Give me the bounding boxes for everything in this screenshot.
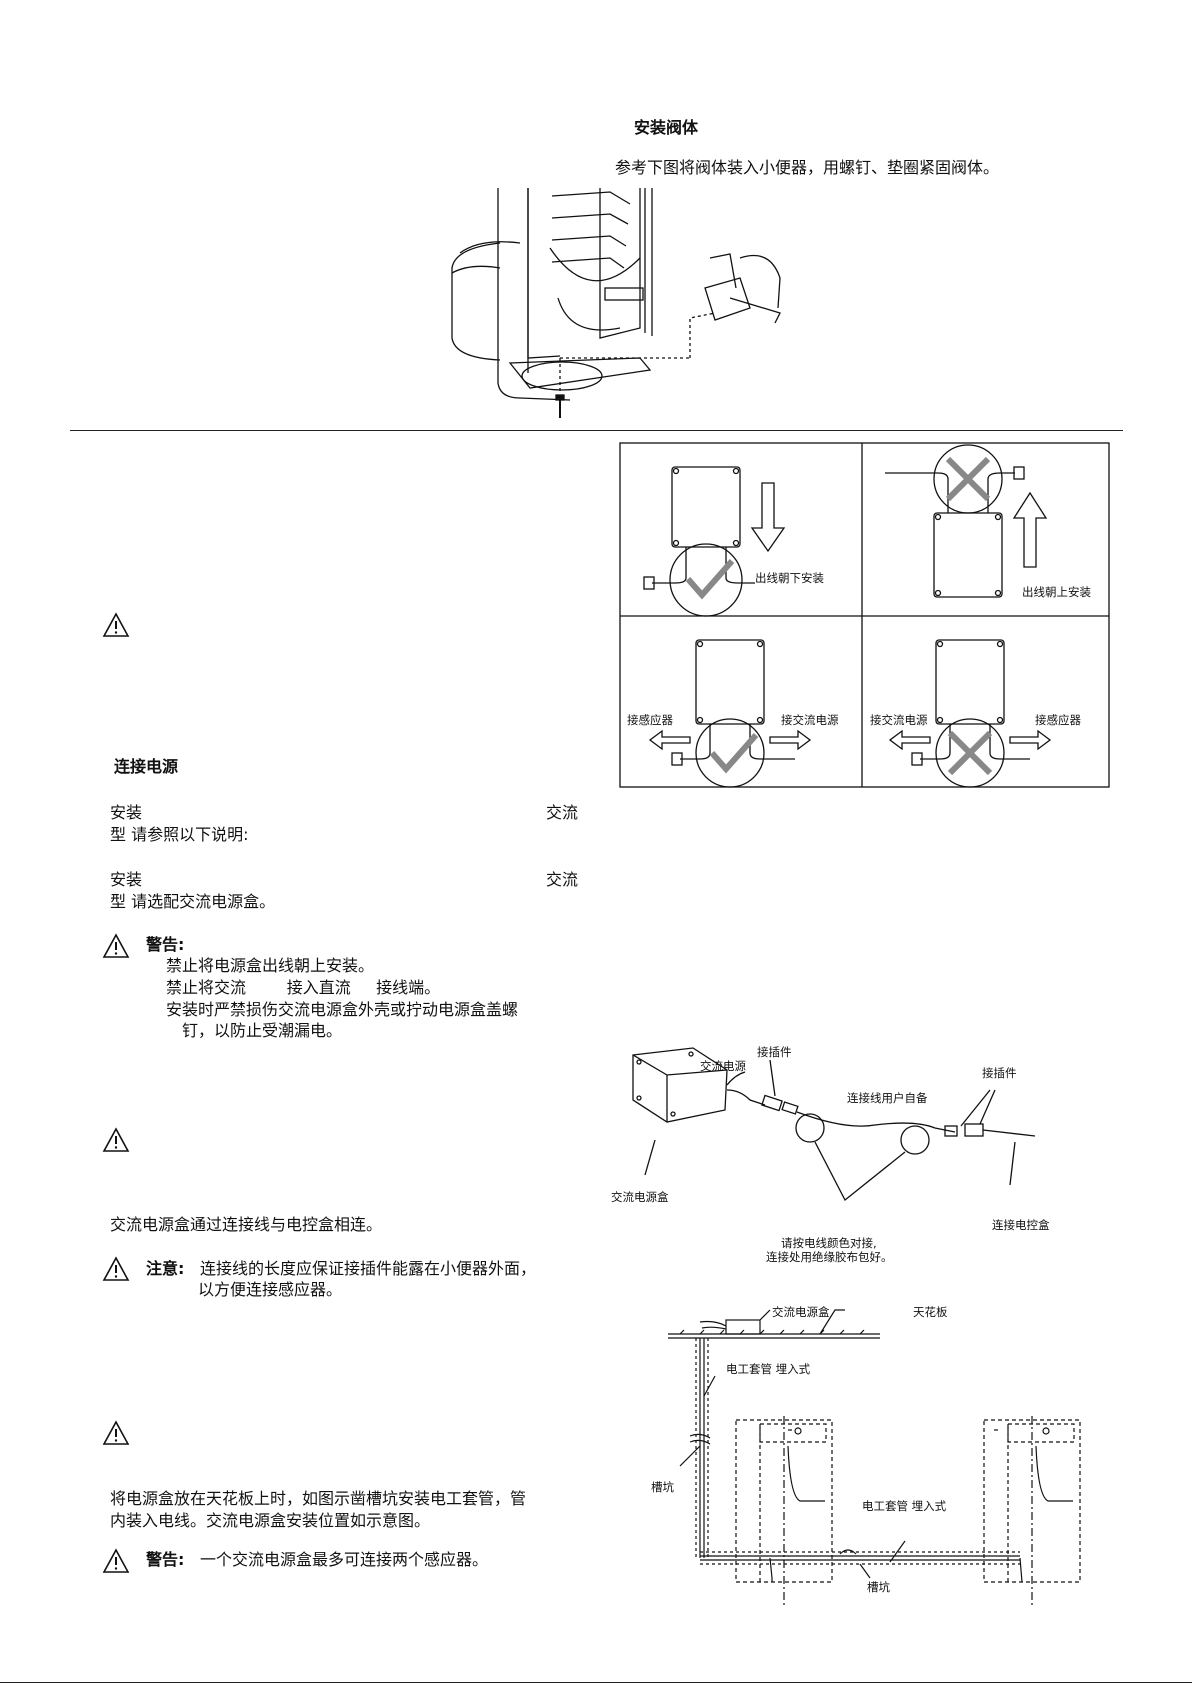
warning-item: 钉，以防止受潮漏电。 bbox=[182, 1021, 343, 1040]
ceiling-conduit-figure bbox=[668, 1309, 1081, 1606]
warning-item: 禁止将电源盒出线朝上安装。 bbox=[166, 956, 375, 975]
warning-triangle-icon bbox=[102, 612, 130, 637]
urinal-valve-illustration bbox=[451, 188, 781, 418]
label-trench-bottom: 槽坑 bbox=[867, 1580, 890, 1594]
note-line1: 连接线的长度应保证接插件能露在小便器外面， bbox=[200, 1259, 537, 1278]
label-control-box: 连接电控盒 bbox=[992, 1218, 1050, 1232]
warning-triangle-icon bbox=[102, 933, 130, 958]
label-ac-power-box: 交流电源盒 bbox=[611, 1190, 669, 1204]
note-label: 注意: bbox=[146, 1259, 185, 1278]
power-line2-left: 安装 bbox=[110, 870, 143, 889]
label-up-install: 出线朝上安装 bbox=[1022, 585, 1091, 599]
power-line2-cont: 型 请选配交流电源盒。 bbox=[110, 892, 276, 911]
connect-text: 交流电源盒通过连接线与电控盒相连。 bbox=[110, 1215, 383, 1234]
warning-triangle-icon bbox=[102, 1127, 130, 1152]
power-line2-right: 交流 bbox=[546, 870, 579, 889]
warning-label: 警告: bbox=[146, 935, 185, 954]
footer-divider bbox=[0, 1682, 1192, 1683]
warning-triangle-icon bbox=[102, 1420, 130, 1445]
label-conduit-bottom: 电工套管 埋入式 bbox=[862, 1499, 947, 1513]
warning-item: 禁止将交流 接入直流 接线端。 bbox=[166, 978, 441, 997]
power-line1-left: 安装 bbox=[110, 803, 143, 822]
orientation-figure bbox=[619, 442, 1110, 788]
wiring-caption-line1: 请按电线颜色对接, bbox=[781, 1236, 877, 1250]
note-line2: 以方便连接感应器。 bbox=[198, 1280, 343, 1299]
label-to-sensor: 接感应器 bbox=[1035, 713, 1081, 727]
power-line1-right: 交流 bbox=[546, 803, 579, 822]
label-ac-power: 交流电源 bbox=[700, 1059, 746, 1073]
label-ac-box: 交流电源盒 bbox=[772, 1305, 830, 1319]
label-connector: 接插件 bbox=[757, 1045, 792, 1059]
label-ceiling: 天花板 bbox=[913, 1305, 948, 1319]
power-heading: 连接电源 bbox=[114, 757, 179, 776]
ceiling-line1: 将电源盒放在天花板上时，如图示凿槽坑安装电工套管，管 bbox=[110, 1489, 527, 1508]
label-connector: 接插件 bbox=[982, 1066, 1017, 1080]
warning2-text: 一个交流电源盒最多可连接两个感应器。 bbox=[200, 1550, 489, 1569]
ceiling-line2: 内装入电线。交流电源盒安装位置如示意图。 bbox=[110, 1511, 431, 1530]
caution-triangle-icon bbox=[102, 1256, 130, 1281]
label-to-ac-power: 接交流电源 bbox=[781, 713, 839, 727]
warning-triangle-icon bbox=[102, 1548, 130, 1573]
warning2-label: 警告: bbox=[146, 1550, 185, 1569]
section-divider bbox=[70, 430, 1123, 431]
label-conduit-top: 电工套管 埋入式 bbox=[726, 1362, 811, 1376]
label-user-supplied-wire: 连接线用户自备 bbox=[847, 1091, 928, 1105]
wiring-caption-line2: 连接处用绝缘胶布包好。 bbox=[766, 1250, 893, 1264]
valve-heading: 安装阀体 bbox=[634, 118, 699, 137]
power-line1-cont: 型 请参照以下说明: bbox=[110, 825, 249, 844]
label-to-ac-power: 接交流电源 bbox=[870, 713, 928, 727]
label-to-sensor: 接感应器 bbox=[627, 713, 673, 727]
valve-instruction: 参考下图将阀体装入小便器，用螺钉、垫圈紧固阀体。 bbox=[615, 158, 1000, 177]
wiring-figure bbox=[632, 1047, 1036, 1202]
label-down-install: 出线朝下安装 bbox=[755, 571, 824, 585]
warning-item: 安装时严禁损伤交流电源盒外壳或拧动电源盒盖螺 bbox=[166, 1000, 519, 1019]
label-trench-left: 槽坑 bbox=[651, 1480, 674, 1494]
